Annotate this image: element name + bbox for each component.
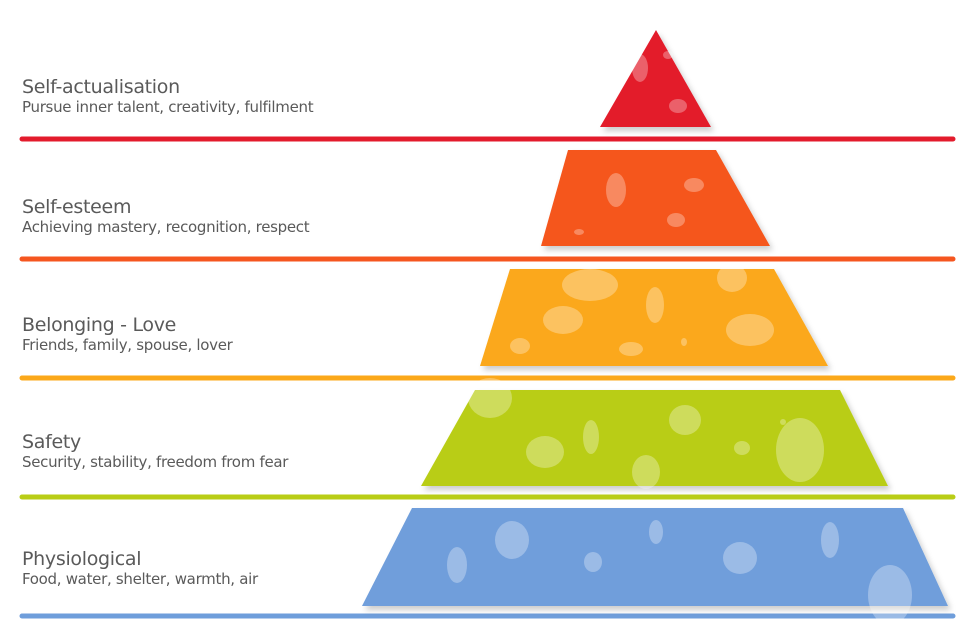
tier-texture-spot <box>821 522 839 558</box>
tier-texture-spot <box>447 547 467 583</box>
tier-texture-spot <box>780 419 786 425</box>
level-title: Self-actualisation <box>22 76 180 98</box>
pyramid-tier <box>541 150 770 246</box>
pyramid-tier <box>480 269 828 366</box>
tier-texture-spot <box>669 99 687 113</box>
level-title: Belonging - Love <box>22 314 177 336</box>
tier-texture-spot <box>543 306 583 334</box>
level-subtitle: Food, water, shelter, warmth, air <box>22 570 258 588</box>
tier-texture-spot <box>726 314 774 346</box>
tier-texture-spot <box>684 178 704 192</box>
tier-texture-spot <box>717 264 747 292</box>
pyramid-tier <box>600 30 711 127</box>
level-title: Safety <box>22 431 81 453</box>
tier-texture-spot <box>468 378 512 418</box>
tier-texture-spot <box>723 542 757 574</box>
tier-texture-spot <box>681 338 687 346</box>
tier-texture-spot <box>526 436 564 468</box>
tier-texture-spot <box>649 520 663 544</box>
tier-texture-spot <box>734 441 750 455</box>
tier-texture-spot <box>584 552 602 572</box>
tier-texture-spot <box>868 565 912 625</box>
tier-texture-spot <box>632 54 648 82</box>
tier-texture-spot <box>663 51 673 59</box>
tier-texture-spot <box>562 269 618 301</box>
tier-texture-spot <box>632 455 660 489</box>
tier-texture-spot <box>510 338 530 354</box>
level-title: Self-esteem <box>22 196 132 218</box>
tier-texture-spot <box>667 213 685 227</box>
level-subtitle: Friends, family, spouse, lover <box>22 336 233 354</box>
tier-texture-spot <box>583 420 599 454</box>
tier-texture-spot <box>669 405 701 435</box>
pyramid-tier <box>421 390 888 486</box>
level-subtitle: Security, stability, freedom from fear <box>22 453 289 471</box>
tier-texture-spot <box>776 418 824 482</box>
tier-texture-spot <box>606 173 626 207</box>
tier-texture-spot <box>495 521 529 559</box>
pyramid-tier <box>362 508 948 606</box>
tier-texture-spot <box>574 229 584 235</box>
tier-texture-spot <box>646 287 664 323</box>
level-subtitle: Achieving mastery, recognition, respect <box>22 218 310 236</box>
level-title: Physiological <box>22 548 142 570</box>
level-subtitle: Pursue inner talent, creativity, fulfilm… <box>22 98 314 116</box>
tier-texture-spot <box>619 342 643 356</box>
